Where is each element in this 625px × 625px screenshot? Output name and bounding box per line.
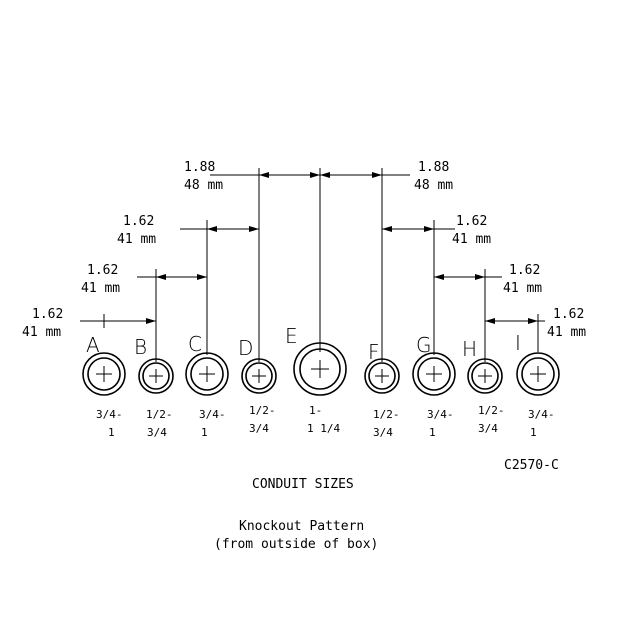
dim-left-outer-mm: 48 mm	[184, 178, 223, 193]
size-d-line1: 1/2-	[249, 404, 276, 417]
dim-left-4-mm: 41 mm	[22, 325, 61, 340]
size-c-line2: 1	[201, 426, 208, 439]
section-title: CONDUIT SIZES	[252, 477, 354, 492]
knockout-e	[293, 342, 347, 396]
size-b-line2: 3/4	[147, 426, 167, 439]
size-g-line2: 1	[429, 426, 436, 439]
dim-right-3-mm: 41 mm	[503, 281, 542, 296]
dimension-line-left-2	[180, 226, 259, 232]
knockout-letter-f: F	[368, 340, 380, 364]
dimension-line-left-4	[80, 314, 156, 328]
dim-right-2-mm: 41 mm	[452, 232, 491, 247]
knockout-letter-g: G	[416, 333, 432, 357]
dimension-line-right-2	[382, 226, 455, 232]
size-f-line1: 1/2-	[373, 408, 400, 421]
size-i-line2: 1	[530, 426, 537, 439]
dim-left-2-in: 1.62	[123, 214, 154, 229]
dim-left-3-mm: 41 mm	[81, 281, 120, 296]
size-f-line2: 3/4	[373, 426, 393, 439]
size-e-line2: 1 1/4	[307, 422, 340, 435]
knockout-d	[241, 358, 277, 394]
size-a-line1: 3/4-	[96, 408, 123, 421]
dimension-line-left-3	[137, 274, 207, 280]
size-d-line2: 3/4	[249, 422, 269, 435]
dim-left-outer-in: 1.88	[184, 160, 215, 175]
dim-right-4-in: 1.62	[553, 307, 584, 322]
size-e-line1: 1-	[309, 404, 322, 417]
knockout-g	[412, 352, 456, 396]
size-a-line2: 1	[108, 426, 115, 439]
size-h-line1: 1/2-	[478, 404, 505, 417]
dimension-line-right-outer	[320, 172, 410, 178]
dim-right-outer-mm: 48 mm	[414, 178, 453, 193]
knockout-letter-i: I	[515, 331, 521, 355]
dimension-line-right-3	[434, 274, 502, 280]
dim-left-3-in: 1.62	[87, 263, 118, 278]
size-b-line1: 1/2-	[146, 408, 173, 421]
dimension-line-right-4	[485, 318, 545, 324]
size-h-line2: 3/4	[478, 422, 498, 435]
knockout-letter-e: E	[285, 324, 298, 348]
knockout-h	[467, 358, 503, 394]
drawing-number: C2570-C	[504, 458, 559, 473]
size-c-line1: 3/4-	[199, 408, 226, 421]
dim-right-4-mm: 41 mm	[547, 325, 586, 340]
caption-line1: Knockout Pattern	[239, 519, 364, 534]
dim-right-outer-in: 1.88	[418, 160, 449, 175]
knockout-f	[364, 358, 400, 394]
knockout-letter-d: D	[238, 336, 253, 360]
dimension-line-left-outer	[210, 172, 320, 178]
knockout-letter-b: B	[134, 335, 147, 359]
knockout-letter-a: A	[86, 333, 100, 357]
size-i-line1: 3/4-	[528, 408, 555, 421]
caption-line2: (from outside of box)	[214, 537, 378, 552]
knockout-letter-c: C	[188, 332, 202, 356]
size-g-line1: 3/4-	[427, 408, 454, 421]
knockout-letter-h: H	[462, 337, 477, 361]
dim-left-2-mm: 41 mm	[117, 232, 156, 247]
knockout-a	[82, 352, 126, 396]
dim-left-4-in: 1.62	[32, 307, 63, 322]
dim-right-2-in: 1.62	[456, 214, 487, 229]
dim-right-3-in: 1.62	[509, 263, 540, 278]
knockout-i	[516, 352, 560, 396]
knockout-c	[185, 352, 229, 396]
knockout-b	[138, 358, 174, 394]
